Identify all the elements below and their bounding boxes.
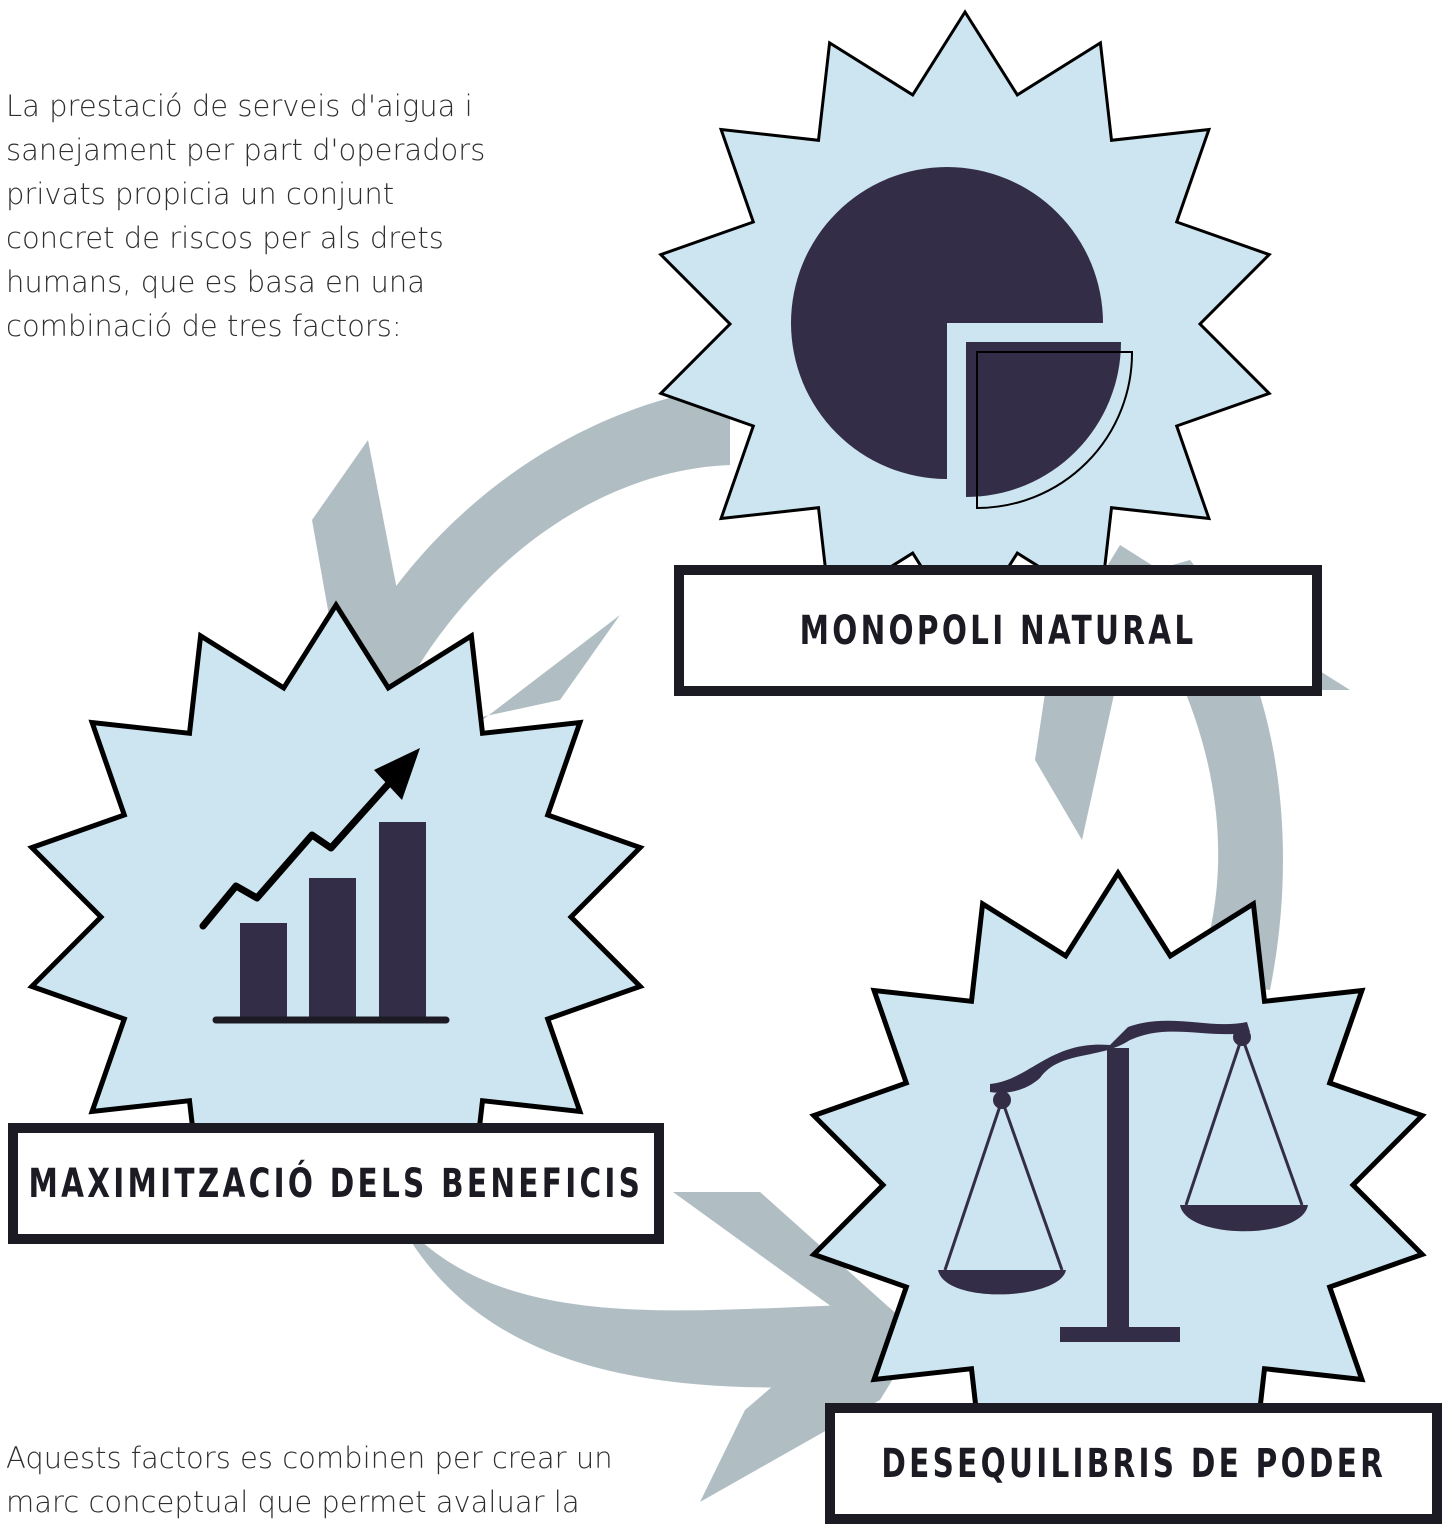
arrowhead-maximitzacio: [312, 440, 620, 760]
balance-scale-icon: [938, 1020, 1308, 1342]
arrowhead-bottom: [673, 1192, 920, 1502]
pie-chart-icon: [791, 167, 1134, 510]
growth-bar-chart-icon: [199, 748, 450, 1024]
outro-text: Aquests factors es combinen per crear un…: [6, 1441, 613, 1519]
label-maximitzacio: MAXIMITZACIÓ DELS BENEFICIS: [8, 1123, 664, 1244]
cycle-arrow-monopoli-to-maximitzacio: [360, 385, 730, 680]
star-badge-monopoli: [658, 9, 1272, 639]
intro-text: La prestació de serveis d'aigua i saneja…: [6, 89, 486, 343]
cycle-arrow-maximitzacio-to-desequilibris: [410, 1240, 860, 1388]
label-maximitzacio-text: MAXIMITZACIÓ DELS BENEFICIS: [28, 1160, 644, 1207]
label-monopoli-natural: MONOPOLI NATURAL: [674, 565, 1322, 696]
label-monopoli-text: MONOPOLI NATURAL: [799, 607, 1197, 654]
label-desequilibris-text: DESEQUILIBRIS DE PODER: [881, 1440, 1386, 1487]
label-desequilibris: DESEQUILIBRIS DE PODER: [825, 1403, 1442, 1524]
